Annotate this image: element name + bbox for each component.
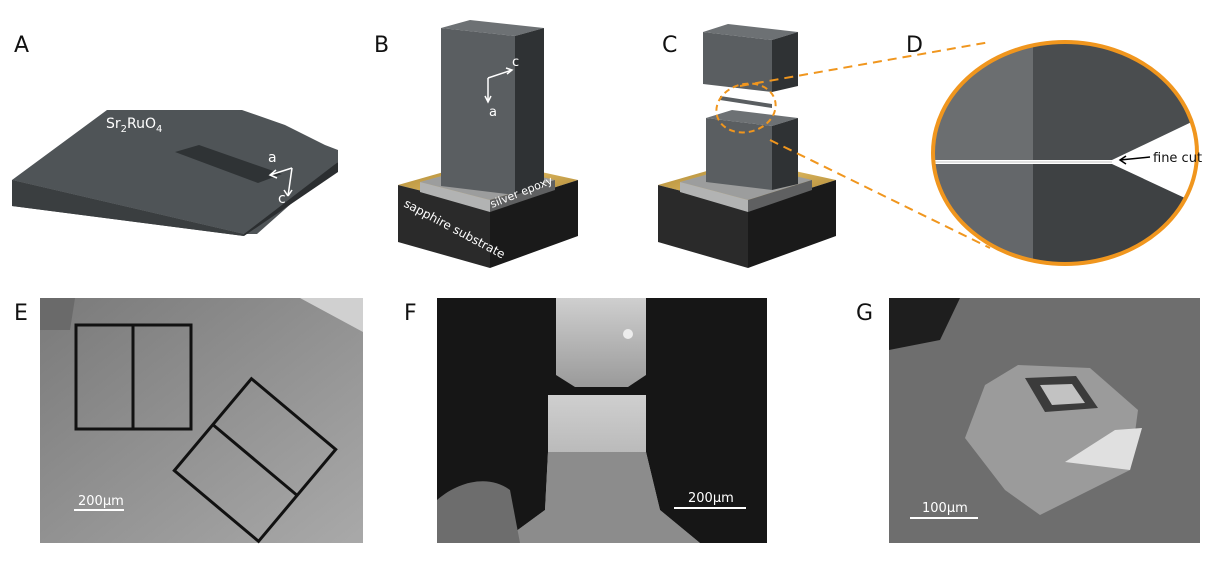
panel-d-label: D: [906, 33, 923, 58]
lower-block-top: [706, 110, 798, 126]
sample-block: [965, 365, 1138, 515]
crystal-side-block: [12, 180, 244, 236]
pillar-right: [515, 28, 544, 195]
panel-b-axis-a: a: [489, 105, 497, 120]
zoom-circle: [931, 40, 1199, 266]
panel-c: C: [658, 24, 836, 268]
panel-a-label: A: [14, 33, 29, 58]
formula-sr: Sr: [106, 116, 121, 132]
panel-b: B c a silver epoxy sapphire substrate: [374, 20, 578, 268]
epoxy-left: [420, 182, 490, 212]
fine-cut-label: fine cut: [1153, 151, 1202, 166]
panel-f-label: F: [404, 301, 417, 326]
lower-block-right: [772, 118, 798, 190]
pillar-left: [441, 28, 515, 195]
upper-block-left: [703, 32, 772, 92]
zoom-line-top: [739, 41, 991, 87]
panel-e: E 200μm: [14, 298, 363, 544]
substrate-left: [398, 185, 490, 268]
cut-highlight: [715, 82, 777, 134]
lower-block-left: [706, 118, 772, 190]
panel-e-label: E: [14, 301, 28, 326]
panel-a-axis-c: c: [278, 191, 286, 207]
panel-f: F 200μm: [404, 298, 767, 543]
sem-image-e: [40, 298, 363, 543]
formula-sub-4: 4: [156, 124, 162, 135]
pillar-top: [441, 20, 544, 36]
rod-upper: [556, 298, 646, 387]
zoom-line-bottom: [769, 139, 991, 249]
panel-a: A Sr2RuO4 a c: [12, 33, 338, 236]
panel-d: D fine cut: [906, 33, 1202, 266]
panel-g-label: G: [856, 301, 873, 326]
crystal-slot: [175, 145, 282, 183]
panel-b-axis-c: c: [512, 55, 519, 70]
fine-cut-arrow: [1118, 155, 1151, 165]
scalebar-f-text: 200μm: [688, 491, 734, 506]
panel-c-label: C: [662, 33, 677, 58]
scalebar-g-text: 100μm: [922, 501, 968, 516]
panel-b-label: B: [374, 33, 389, 58]
trenches-upper: [74, 323, 193, 431]
scalebar-e-text: 200μm: [78, 494, 124, 509]
panel-a-axis-arrows: [283, 167, 293, 197]
formula-ruo: RuO: [127, 116, 156, 132]
upper-block-right: [772, 32, 798, 92]
epoxy-right: [490, 180, 555, 212]
formula-sub-2: 2: [121, 124, 127, 135]
panel-a-axis-a: a: [268, 150, 277, 166]
crystal-top-face: [12, 110, 338, 234]
panel-b-axis-arrows: [484, 67, 514, 104]
upper-block-top: [703, 24, 798, 40]
quadrant-lower-left: [933, 164, 1033, 264]
svg-text:Sr2RuO4: Sr2RuO4: [106, 116, 162, 135]
crystal-side-right: [244, 162, 338, 236]
trenches-lower: [172, 376, 338, 544]
panel-g: G 100μm: [856, 298, 1200, 543]
